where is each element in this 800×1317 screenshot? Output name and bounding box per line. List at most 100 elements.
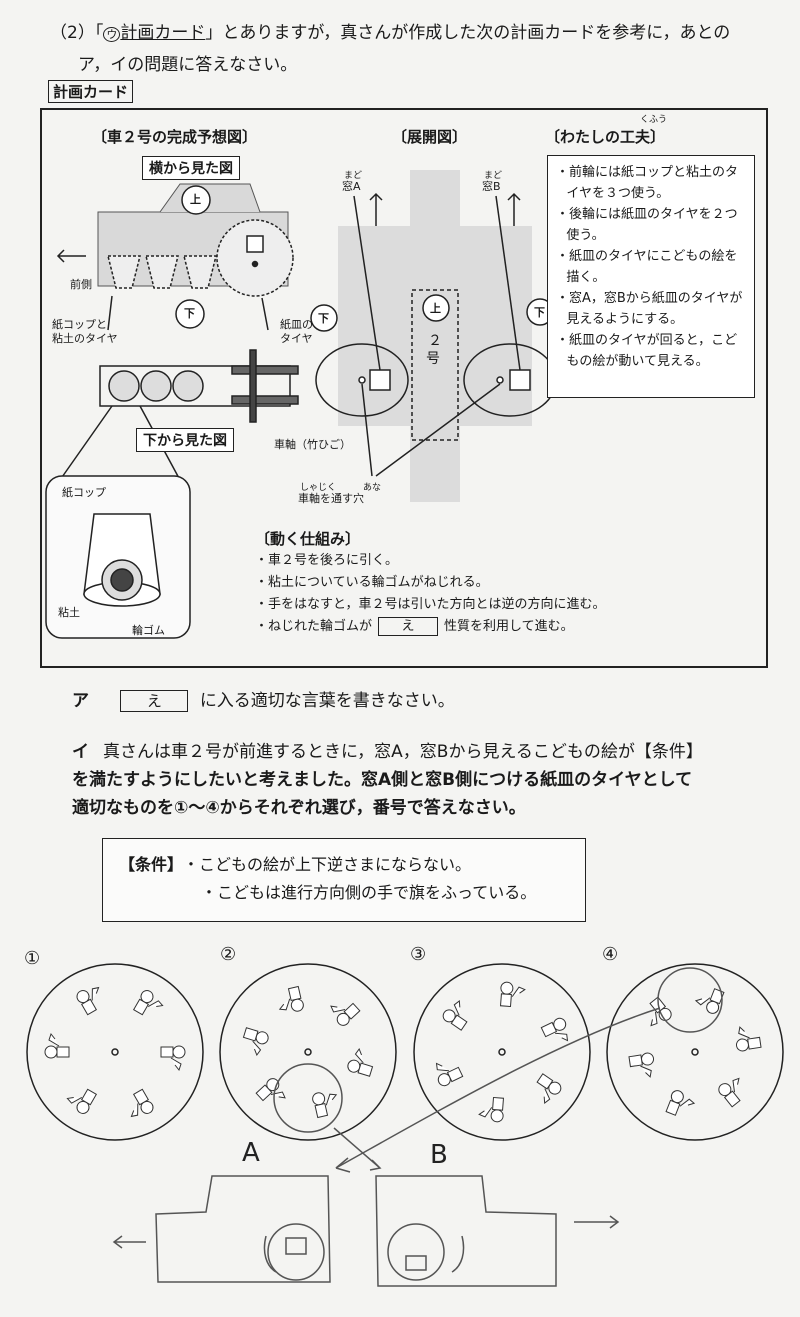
option-plate-2 <box>219 963 397 1141</box>
side-view-label: 横から見た図 <box>142 156 240 180</box>
child-figure <box>718 1077 741 1108</box>
circled-mark: ウ <box>103 27 121 42</box>
hand-arrow-2-to-b <box>333 1127 382 1171</box>
bottom-wheel-2 <box>140 370 172 402</box>
mech-1: ・車２号を後ろに引く。 <box>255 553 399 568</box>
plate-tire-label: 紙皿のタイヤ <box>280 318 313 345</box>
child-figure <box>44 1032 70 1059</box>
card-label: 計画カード <box>48 80 134 103</box>
axle-hole-ruby: しゃじく あな <box>300 483 382 493</box>
child-figure <box>132 990 164 1016</box>
child-figure <box>347 1047 374 1077</box>
hand-letter-b: B <box>430 1140 448 1170</box>
plate-wheel-side <box>216 219 294 297</box>
up-circle <box>181 185 211 215</box>
header-rest: 」とありますが，真さんが作成した次の計画カードを参考に，あとの <box>205 23 731 43</box>
condition-1: ・こどもの絵が上下逆さまにならない。 <box>183 855 472 874</box>
sec-prediction: 〔車２号の完成予想図〕 <box>92 128 258 146</box>
cup-wheel-3 <box>183 255 217 289</box>
option-plate-3 <box>413 963 591 1141</box>
child-figure <box>628 1052 655 1078</box>
conditions-label: 【条件】 <box>119 855 176 874</box>
net-plate-left <box>315 343 409 417</box>
child-figure <box>130 1088 154 1118</box>
header-line2: ア，イの問題に答えなさい。 <box>78 55 298 75</box>
child-figure <box>312 1092 338 1119</box>
net-center-strip <box>410 170 460 502</box>
hand-circle-2 <box>273 1063 343 1133</box>
sec-ideas: 〔わたしの工夫〕 <box>545 128 666 146</box>
up-mark: 上 <box>190 193 201 206</box>
option-plate-1 <box>26 963 204 1141</box>
window-a-line <box>353 195 381 371</box>
clay-detail-label: 粘土 <box>58 606 80 619</box>
window-b-square <box>509 369 531 391</box>
mechanism: 〔動く仕組み〕 ・車２号を後ろに引く。 ・粘土についている輪ゴムがねじれる。 ・… <box>255 528 605 638</box>
child-figure <box>536 1073 562 1104</box>
child-figure <box>66 1088 98 1114</box>
header-keyword: 計画カード <box>120 23 206 43</box>
plan-card <box>40 108 768 668</box>
hand-circle-4 <box>657 967 723 1033</box>
window-a-label: 窓A <box>342 180 361 193</box>
net-right-panel <box>460 226 532 426</box>
down-circle <box>175 299 205 329</box>
child-figure <box>499 981 526 1008</box>
mech-4: ・ねじれた輪ゴムがえ性質を利用して進む。 <box>255 617 574 636</box>
cup-wheel-2 <box>145 255 179 289</box>
child-figure <box>540 1017 569 1042</box>
cup-wheel-1 <box>107 255 141 289</box>
mech-2: ・粘土についている輪ゴムがねじれる。 <box>255 575 489 590</box>
plate-axle-dot <box>251 260 259 268</box>
question-a-blank: え <box>120 690 189 712</box>
window-a-square <box>369 369 391 391</box>
idea-3: ・紙皿のタイヤにこどもの絵を描く。 <box>556 249 738 285</box>
sec-mechanism: 〔動く仕組み〕 <box>255 530 361 548</box>
net-up-mark: 上 <box>430 302 441 315</box>
plate-window-square <box>246 235 264 253</box>
window-b-label: 窓B <box>482 180 501 193</box>
axle-label: 車軸（竹ひご） <box>274 438 351 451</box>
window-a-ruby: まど <box>344 171 363 181</box>
child-figure <box>435 1062 464 1087</box>
child-figure <box>735 1026 762 1052</box>
question-header: （2）「ウ計画カード」とありますが，真さんが作成した次の計画カードを参考に，あと… <box>50 18 780 80</box>
rubber-detail-label: 輪ゴム <box>132 624 165 637</box>
down-mark: 下 <box>184 307 195 320</box>
header-lead: （2）「 <box>50 23 104 43</box>
child-figure <box>242 1027 269 1057</box>
condition-2: ・こどもは進行方向側の手で旗をふっている。 <box>201 883 537 902</box>
question-a-text: に入る適切な言葉を書きなさい。 <box>199 691 455 711</box>
hand-wheel-a <box>267 1223 325 1281</box>
window-b-ruby: まど <box>484 171 503 181</box>
question-i-line1: 真さんは車２号が前進するときに，窓A，窓Bから見えるこどもの絵が【条件】 <box>103 742 703 762</box>
question-i-label: イ <box>72 742 89 762</box>
net-down-left <box>310 304 338 332</box>
axle-bar <box>231 365 299 375</box>
child-figure <box>255 1078 286 1102</box>
option-plate-4 <box>606 963 784 1141</box>
ideas-ruby: くふう <box>640 115 668 125</box>
child-figure <box>76 986 100 1016</box>
idea-5: ・紙皿のタイヤが回ると，こどもの絵が動いて見える。 <box>556 333 738 369</box>
car-go: 号 <box>426 351 440 367</box>
hand-car-a <box>155 1175 331 1283</box>
bottom-wheel-3 <box>172 370 204 402</box>
clay-core <box>110 568 134 592</box>
front-label: 前側 <box>70 278 92 291</box>
net-down-left-mark: 下 <box>318 312 329 325</box>
net-arrow-b <box>507 192 521 226</box>
ideas-box: ・前輪には紙コップと粘土のタイヤを３つ使う。 ・後輪には紙皿のタイヤを２つ使う。… <box>547 155 755 398</box>
net-up-circle <box>422 294 450 322</box>
hand-car-b <box>375 1175 557 1287</box>
question-i: イ真さんは車２号が前進するときに，窓A，窓Bから見えるこどもの絵が【条件】 を満… <box>72 738 784 822</box>
option-number-4: ④ <box>602 944 619 965</box>
child-figure <box>442 1000 468 1031</box>
question-i-line2: を満たすようにしたいと考えました。窓A側と窓B側につける紙皿のタイヤとして <box>72 770 693 790</box>
hand-wheel-b <box>387 1223 445 1281</box>
hand-letter-a: A <box>242 1138 260 1168</box>
car-number: ２ <box>428 333 442 349</box>
net-arrow-a <box>369 192 383 226</box>
question-a-label: ア <box>72 691 89 711</box>
